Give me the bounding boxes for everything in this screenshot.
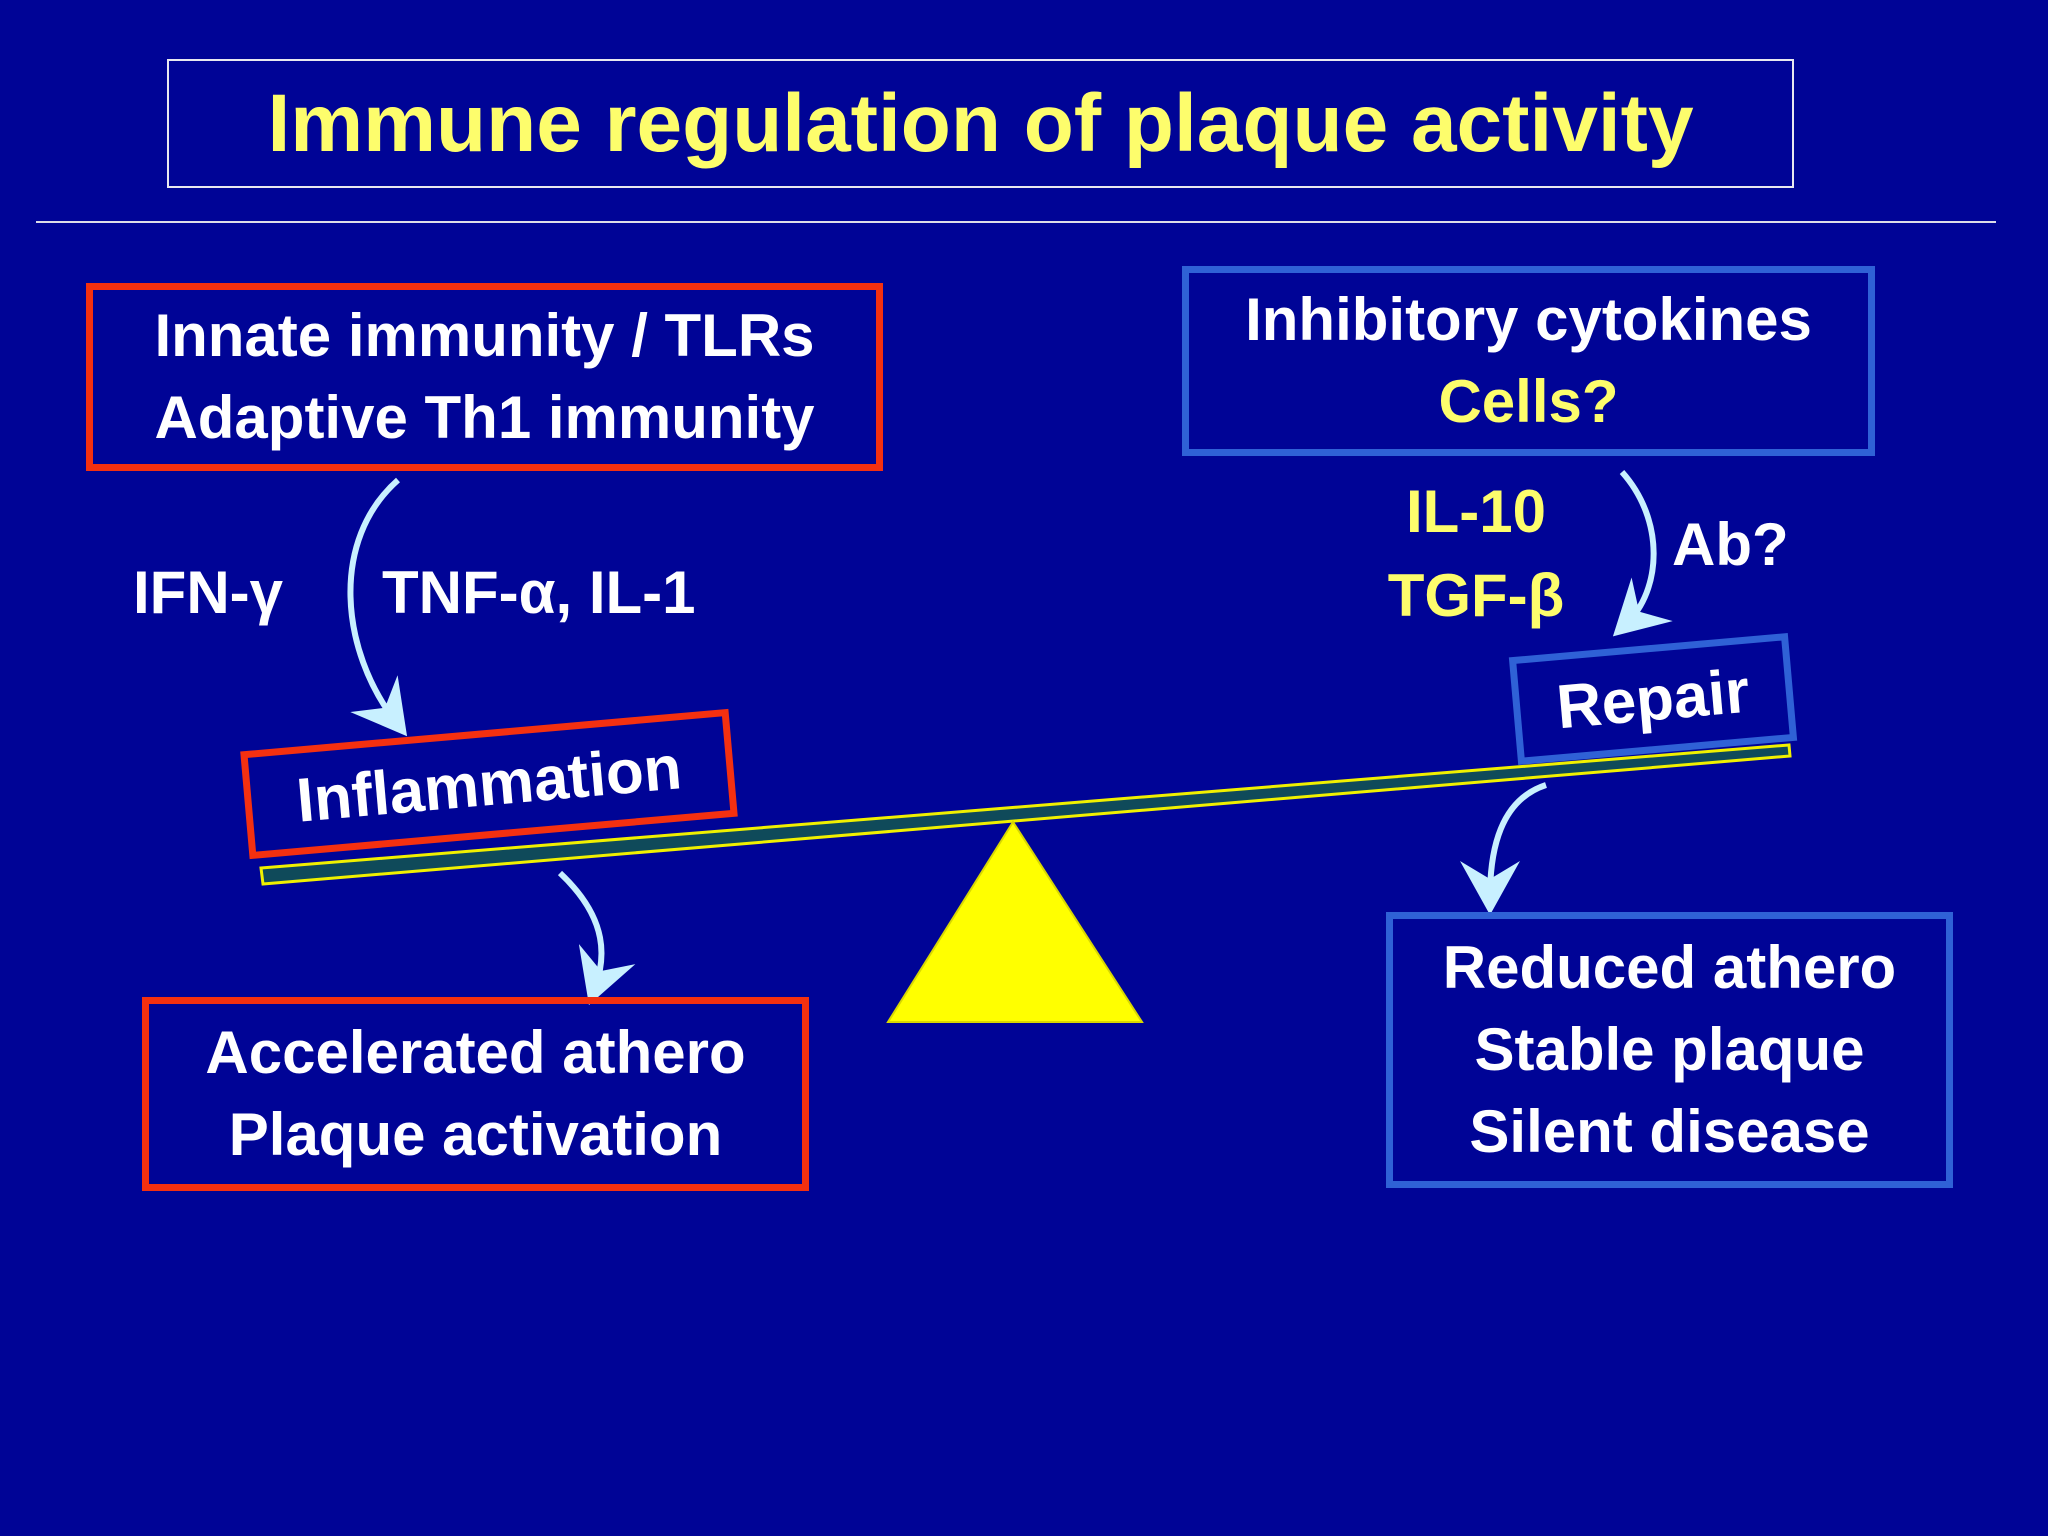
inflammation-label: Inflammation: [293, 732, 685, 836]
driver-inhibitory-cytokines: Inhibitory cytokines: [1245, 286, 1812, 353]
label-tnf-alpha-il1: TNF-α, IL-1: [382, 559, 696, 626]
cytokine-list: IL-10 TGF-β: [1366, 470, 1586, 638]
driver-innate-immunity: Innate immunity / TLRs: [154, 302, 815, 369]
anti-inflammatory-drivers-box: Inhibitory cytokines Cells?: [1182, 266, 1875, 456]
driver-cells: Cells?: [1438, 368, 1619, 435]
accelerated-athero-box: Accelerated athero Plaque activation: [142, 997, 809, 1191]
pro-inflammatory-drivers-box: Innate immunity / TLRs Adaptive Th1 immu…: [86, 283, 883, 471]
arrow-to-inflammation: [347, 477, 408, 737]
label-tgf-beta: TGF-β: [1387, 562, 1565, 629]
label-antibody: Ab?: [1672, 511, 1789, 578]
outcome-plaque-activation: Plaque activation: [228, 1101, 723, 1168]
fulcrum-triangle: [886, 820, 1144, 1023]
arrow-to-repair: [1612, 469, 1673, 637]
outcome-accelerated-athero: Accelerated athero: [205, 1019, 746, 1086]
reduced-athero-box: Reduced athero Stable plaque Silent dise…: [1386, 912, 1953, 1188]
outcome-silent-disease: Silent disease: [1469, 1098, 1870, 1165]
outcome-stable-plaque: Stable plaque: [1474, 1016, 1865, 1083]
title-box: Immune regulation of plaque activity: [167, 59, 1794, 188]
label-ifn-gamma: IFN-γ: [133, 559, 283, 626]
outcome-reduced-athero: Reduced athero: [1442, 934, 1897, 1001]
page-title: Immune regulation of plaque activity: [267, 77, 1694, 169]
arrow-to-reduced-athero: [1460, 782, 1547, 915]
driver-adaptive-th1: Adaptive Th1 immunity: [154, 384, 815, 451]
balance-beam: [259, 743, 1792, 886]
repair-label: Repair: [1553, 656, 1753, 742]
arrow-to-accelerated-athero: [557, 870, 636, 1005]
label-il10: IL-10: [1405, 478, 1547, 545]
title-divider: [36, 221, 1996, 223]
